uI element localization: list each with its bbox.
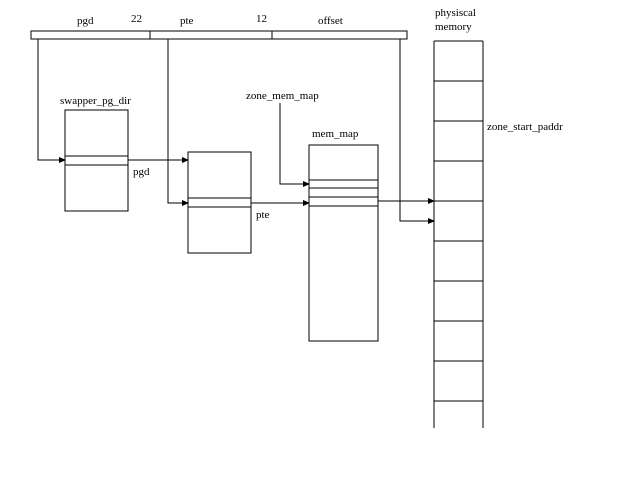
physical-memory-frames — [434, 80, 483, 402]
offset-field-label: offset — [318, 15, 343, 27]
physical-memory: physiscal memory zone_start_paddr — [433, 7, 563, 428]
offset-arrowhead — [428, 218, 435, 224]
physical-memory-title-line1: physiscal — [435, 7, 476, 19]
swapper-pg-dir-box — [64, 109, 129, 212]
pte-entry-arrowhead — [303, 200, 310, 206]
physical-memory-title-line2: memory — [435, 21, 472, 33]
connectors — [37, 39, 435, 224]
pgd-field-label: pgd — [77, 15, 94, 27]
zone-mem-map-arrowhead — [303, 181, 310, 187]
page-table-box — [187, 151, 252, 254]
mem-map-title: mem_map — [312, 128, 359, 140]
swapper-pg-dir-table: swapper_pg_dir pgd — [60, 95, 150, 212]
mem-map-box — [308, 144, 379, 342]
mem-map-table: zone_mem_map mem_map — [246, 90, 379, 342]
pgd-shift-label: 22 — [131, 13, 142, 25]
zone-mem-map-connector — [279, 103, 304, 185]
swapper-pg-dir-title: swapper_pg_dir — [60, 95, 131, 107]
address-bar — [30, 30, 408, 40]
zone-mem-map-label: zone_mem_map — [246, 90, 319, 102]
page-table: pte — [187, 151, 270, 254]
mem-map-to-frame-arrowhead — [428, 198, 435, 204]
zone-start-paddr-label: zone_start_paddr — [487, 121, 563, 133]
pte-index-arrowhead — [182, 200, 189, 206]
pte-entry-label: pte — [256, 209, 270, 221]
pte-field-label: pte — [180, 15, 194, 27]
pgd-entry-arrowhead — [182, 157, 189, 163]
pte-shift-label: 12 — [256, 13, 267, 25]
linear-address: pgd 22 pte 12 offset — [30, 13, 408, 40]
pte-index-connector — [167, 39, 183, 204]
pgd-entry-label: pgd — [133, 166, 150, 178]
pgd-index-arrowhead — [59, 157, 66, 163]
offset-connector — [399, 39, 429, 222]
pgd-index-connector — [37, 39, 60, 161]
